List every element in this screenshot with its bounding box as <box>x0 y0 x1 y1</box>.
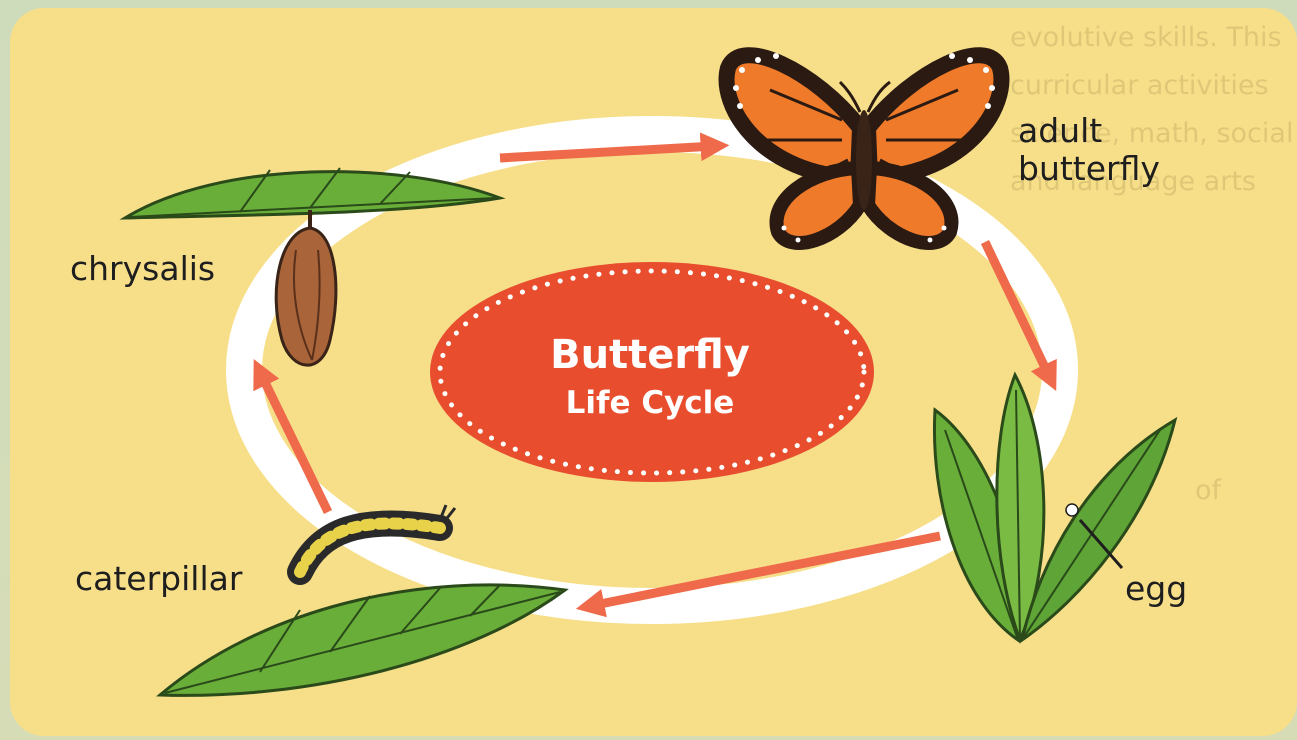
label-egg: egg <box>1125 570 1187 608</box>
label-chrysalis: chrysalis <box>70 250 215 288</box>
diagram-subtitle: Life Cycle <box>566 385 735 421</box>
label-adult-butterfly: adult butterfly <box>1018 112 1160 188</box>
label-caterpillar: caterpillar <box>75 560 242 598</box>
caterpillar-illustration <box>160 505 565 695</box>
egg-marker <box>1066 504 1078 516</box>
diagram-title: Butterfly <box>550 332 750 378</box>
center-oval: Butterfly Life Cycle <box>430 262 874 482</box>
